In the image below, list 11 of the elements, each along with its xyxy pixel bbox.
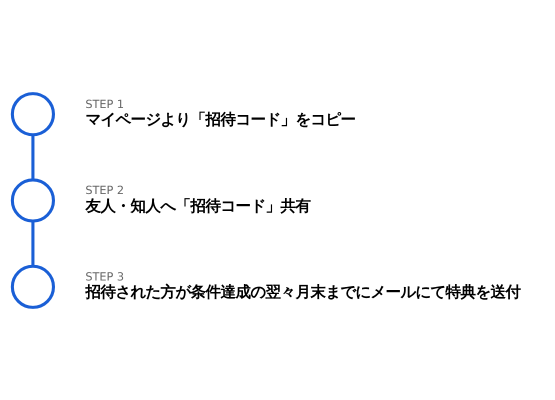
node-label: 友人・知人へ「招待コード」共有 — [85, 196, 310, 214]
node-label: STEP 3 — [85, 270, 124, 283]
node-label: STEP 2 — [85, 184, 124, 197]
connector — [31, 220, 34, 266]
node-label: マイページより「招待コード」をコピー — [85, 110, 356, 128]
node-circle — [10, 264, 56, 308]
node-label: STEP 1 — [85, 97, 124, 110]
node-circle — [10, 178, 56, 222]
node-label: 招待された方が条件達成の翌々月末までにメールにて特典を送付 — [85, 282, 520, 301]
connector — [31, 134, 34, 180]
node-circle — [10, 92, 56, 136]
